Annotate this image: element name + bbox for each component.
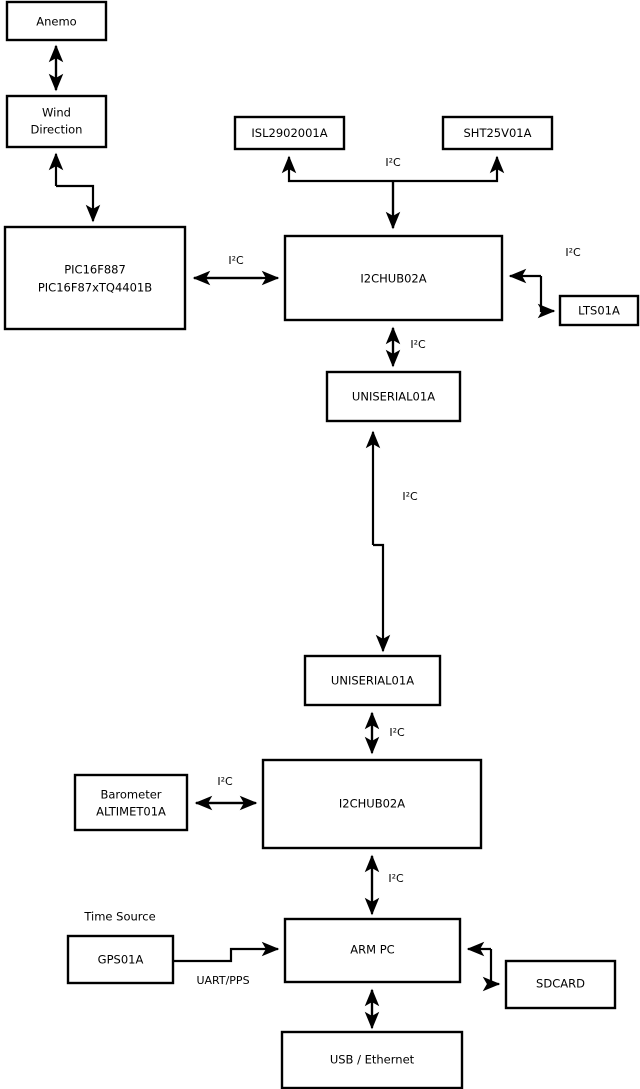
node-label-hub-bot: I2CHUB02A — [339, 797, 405, 811]
edge-hubtop-lts: I²C — [508, 246, 581, 319]
node-label-sdcard: SDCARD — [536, 977, 585, 991]
edge-label-barometer-hub: I²C — [217, 775, 233, 788]
edge-hubtop-sensors: I²C — [281, 155, 505, 230]
edge-label-i2c-sensor-bus: I²C — [385, 156, 401, 169]
edge-uniserialbot-hubbot: I²C — [364, 711, 405, 755]
edge-label-hub-uniserial-top: I²C — [410, 338, 426, 351]
edge-hubbot-armpc: I²C — [364, 854, 404, 916]
edge-gps-armpc: UART/PPS — [173, 941, 280, 987]
node-label-armpc: ARM PC — [350, 943, 394, 957]
node-i2chub02a-bottom[interactable]: I2CHUB02A — [261, 758, 483, 850]
node-i2chub02a-top[interactable]: I2CHUB02A — [283, 234, 504, 322]
node-label-gps: GPS01A — [98, 953, 144, 967]
node-label-uniserial-top: UNISERIAL01A — [352, 390, 435, 404]
node-label-hub-top: I2CHUB02A — [360, 272, 426, 286]
node-pic-mcu[interactable]: PIC16F887 PIC16F87xTQ4401B — [3, 225, 187, 331]
edge-barometer-hubbot: I²C — [194, 775, 258, 811]
edge-label-hub-armpc: I²C — [388, 872, 404, 885]
node-uniserial01a-bottom[interactable]: UNISERIAL01A — [303, 654, 442, 707]
edge-pic-hubtop: I²C — [192, 254, 280, 286]
edge-hubtop-uniserialtop: I²C — [385, 326, 426, 368]
edge-label-hub-lts: I²C — [565, 246, 581, 259]
node-label-lts: LTS01A — [578, 304, 620, 318]
node-arm-pc[interactable]: ARM PC — [283, 917, 462, 984]
node-label-uniserial-bot: UNISERIAL01A — [331, 674, 414, 688]
edge-label-gps-armpc: UART/PPS — [196, 974, 249, 987]
node-gps01a[interactable]: GPS01A — [66, 934, 175, 985]
node-label-anemo: Anemo — [36, 15, 76, 29]
node-label-wind-line2: Direction — [31, 123, 83, 137]
node-uniserial01a-top[interactable]: UNISERIAL01A — [325, 370, 462, 423]
node-usb-ethernet[interactable]: USB / Ethernet — [280, 1030, 464, 1089]
edge-label-pic-hub: I²C — [228, 254, 244, 267]
node-label-usbeth: USB / Ethernet — [330, 1053, 415, 1067]
node-sdcard[interactable]: SDCARD — [504, 959, 617, 1010]
label-time-source: Time Source — [83, 910, 155, 924]
node-label-barometer-line2: ALTIMET01A — [96, 805, 166, 819]
node-anemo[interactable]: Anemo — [5, 0, 108, 42]
node-label-sht: SHT25V01A — [464, 126, 532, 140]
node-lts01a[interactable]: LTS01A — [558, 294, 640, 327]
edge-wind-pic — [48, 152, 101, 223]
node-label-wind-line1: Wind — [42, 106, 71, 120]
node-label-pic-line1: PIC16F887 — [64, 263, 126, 277]
edge-label-uniserial-hub-bot: I²C — [389, 726, 405, 739]
node-isl2902001a[interactable]: ISL2902001A — [233, 115, 346, 151]
node-sht25v01a[interactable]: SHT25V01A — [441, 115, 554, 151]
edge-armpc-sdcard — [466, 941, 501, 992]
node-label-barometer-line1: Barometer — [100, 788, 161, 802]
node-barometer[interactable]: Barometer ALTIMET01A — [73, 773, 189, 832]
node-label-isl: ISL2902001A — [251, 126, 327, 140]
edge-label-uniserial-link: I²C — [402, 490, 418, 503]
node-wind-direction[interactable]: Wind Direction — [5, 94, 108, 149]
edge-uniserial-link: I²C — [365, 430, 418, 653]
node-label-pic-line2: PIC16F87xTQ4401B — [38, 281, 152, 295]
